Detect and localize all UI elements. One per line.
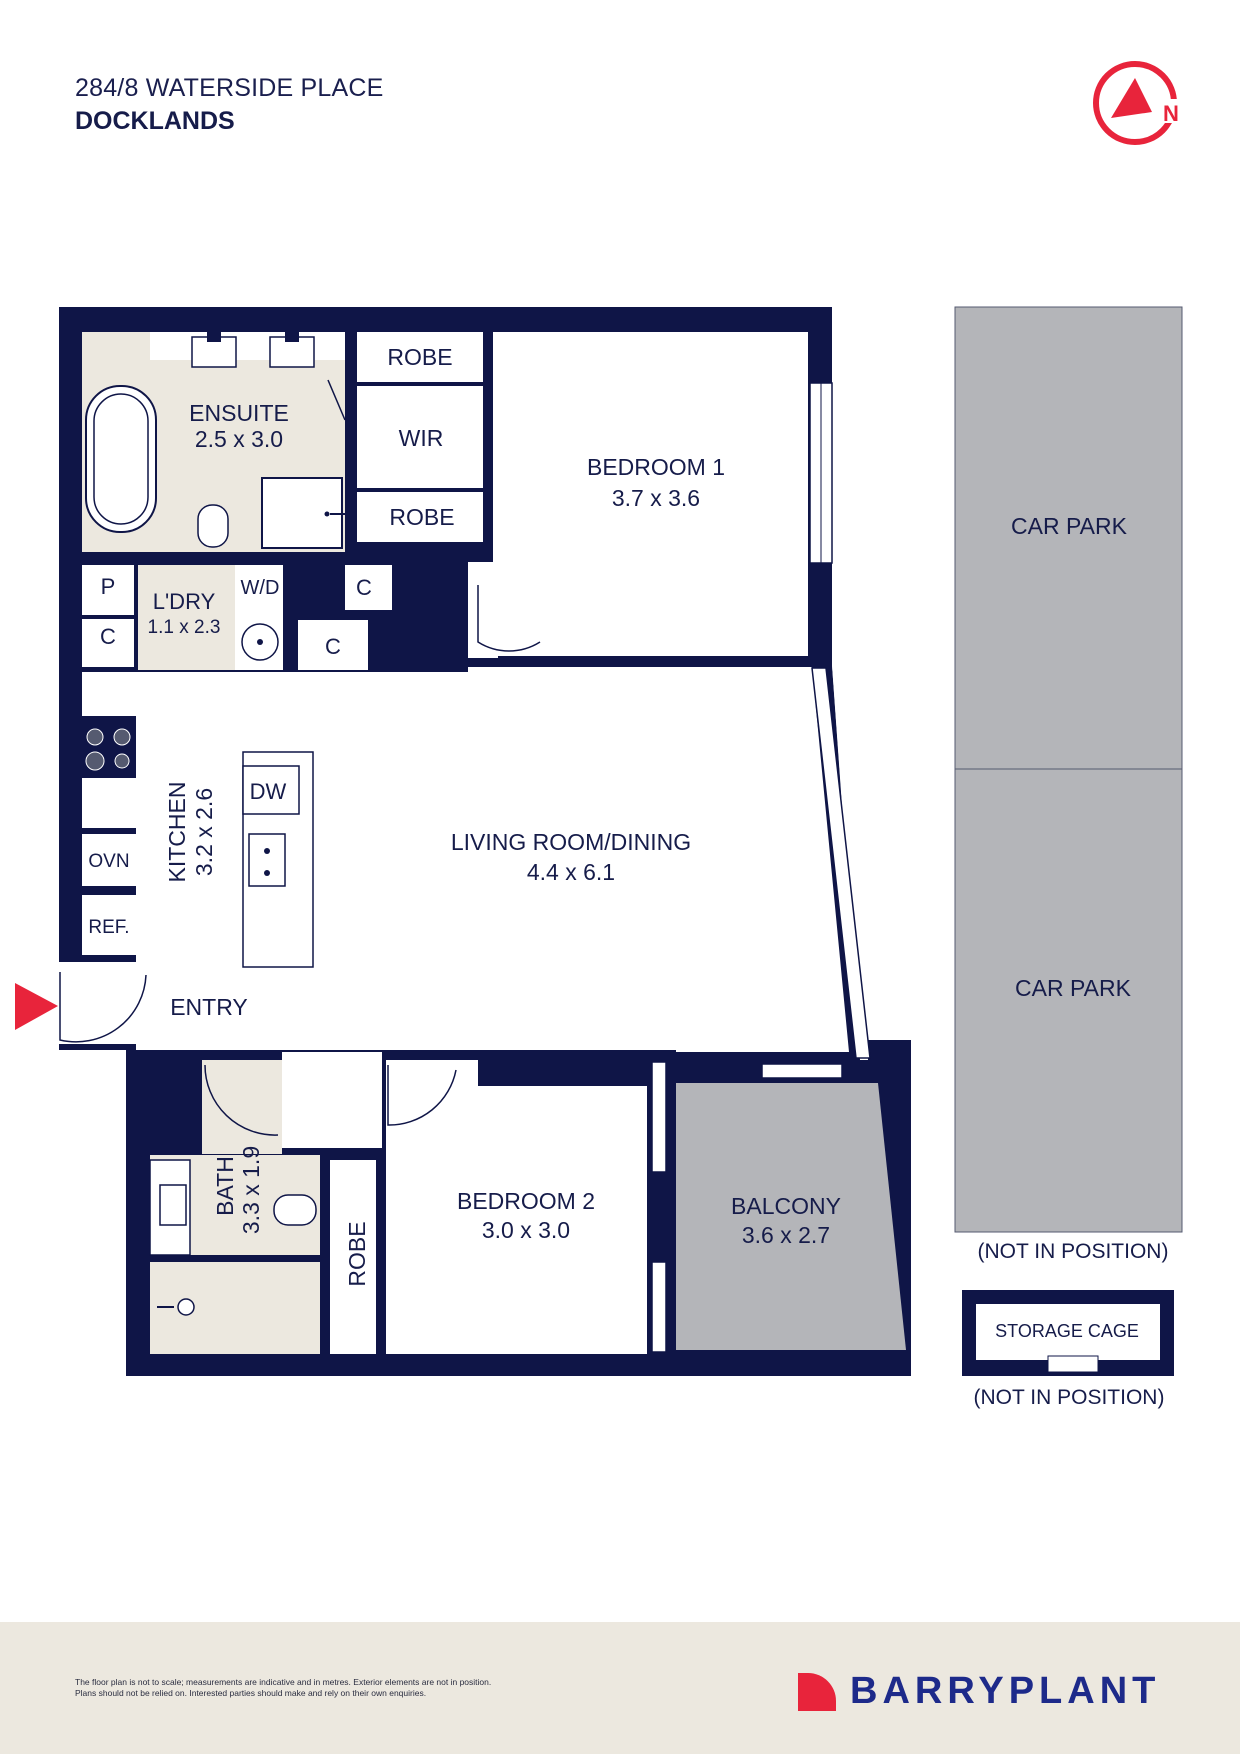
bath-basin-icon xyxy=(149,1159,310,1259)
bed2-robe xyxy=(330,1160,376,1354)
bedroom-1-room xyxy=(493,332,808,656)
robe-top-label: ROBE xyxy=(387,344,452,370)
pantry-cupboard xyxy=(82,565,134,615)
laundry-size: 1.1 x 2.3 xyxy=(148,617,221,638)
shower-icon xyxy=(261,477,345,549)
living-dining-room xyxy=(136,667,849,1052)
door-swing[interactable] xyxy=(59,379,541,1136)
walk-in-robe xyxy=(357,386,483,488)
plan-header: 284/8 WATERSIDE PLACE DOCKLANDS xyxy=(75,74,383,136)
bath-room xyxy=(202,1060,282,1154)
property-suburb: DOCKLANDS xyxy=(75,107,235,135)
laundry-sink-icon xyxy=(241,623,279,661)
bedroom-2-label: BEDROOM 2 xyxy=(457,1188,595,1214)
dishwasher-label: DW xyxy=(250,779,287,804)
lower-cupboard xyxy=(298,620,368,670)
ensuite-size: 2.5 x 3.0 xyxy=(195,426,283,452)
car-park-1 xyxy=(954,306,1183,770)
bedroom-1-size: 3.7 x 3.6 xyxy=(612,485,700,511)
fridge-label: REF. xyxy=(88,917,129,938)
oven-label: OVN xyxy=(88,851,129,872)
fridge xyxy=(82,895,136,955)
bedroom-2-room xyxy=(386,1086,647,1354)
brand-mark-icon xyxy=(798,1672,836,1711)
bathtub-icon xyxy=(85,385,157,533)
disclaimer-line-2: Plans should not be relied on. Intereste… xyxy=(75,1688,427,1698)
left-cupboard xyxy=(82,619,134,667)
living-size: 4.4 x 6.1 xyxy=(527,859,615,885)
brand-logo: BARRYPLANT xyxy=(798,1670,1160,1713)
bath-label: BATH xyxy=(212,1156,238,1216)
washer-dryer-label: W/D xyxy=(241,577,280,599)
pantry-label: P xyxy=(101,574,116,599)
lower-cupboard-label: C xyxy=(325,634,341,659)
robe-top xyxy=(357,332,483,382)
left-cupboard-label: C xyxy=(100,624,116,649)
wir-label: WIR xyxy=(399,425,444,451)
bedroom-1-label: BEDROOM 1 xyxy=(587,454,725,480)
upper-cupboard-label: C xyxy=(356,575,372,600)
bath-size: 3.3 x 1.9 xyxy=(238,1146,264,1234)
compass-north-label: N xyxy=(1163,101,1179,126)
balcony-label: BALCONY xyxy=(731,1193,841,1219)
compass-icon: N xyxy=(1093,61,1180,145)
property-address: 284/8 WATERSIDE PLACE xyxy=(75,74,384,102)
brand-name: BARRYPLANT xyxy=(850,1670,1161,1712)
laundry-label: L'DRY xyxy=(153,589,216,614)
bed2-robe-label: ROBE xyxy=(344,1221,370,1286)
ensuite-label: ENSUITE xyxy=(189,400,289,426)
oven xyxy=(82,834,136,886)
kitchen-label: KITCHEN xyxy=(164,782,190,883)
vanity-basin-icon xyxy=(191,332,315,368)
entry-label: ENTRY xyxy=(170,994,248,1020)
kitchen-size: 3.2 x 2.6 xyxy=(191,788,217,876)
kitchen-island xyxy=(242,751,314,968)
storage-cage-label: STORAGE CAGE xyxy=(995,1321,1139,1341)
bath-shower-icon xyxy=(157,1298,195,1316)
car-park-1-label: CAR PARK xyxy=(1011,513,1128,539)
disclaimer: The floor plan is not to scale; measurem… xyxy=(75,1677,595,1699)
upper-cupboard xyxy=(345,565,392,610)
toilet-icon xyxy=(197,504,229,548)
robe-mid xyxy=(357,492,483,542)
storage-note: (NOT IN POSITION) xyxy=(974,1386,1165,1409)
bath-toilet-icon xyxy=(273,1194,317,1226)
balcony-area xyxy=(676,1083,906,1350)
car-park-2 xyxy=(954,768,1183,1233)
balcony-size: 3.6 x 2.7 xyxy=(742,1222,830,1248)
car-park-2-label: CAR PARK xyxy=(1015,975,1132,1001)
entry-arrow-icon xyxy=(15,983,58,1030)
kitchen-sink-icon xyxy=(248,833,286,887)
cooktop-icon xyxy=(82,724,136,774)
disclaimer-line-1: The floor plan is not to scale; measurem… xyxy=(75,1677,492,1687)
living-label: LIVING ROOM/DINING xyxy=(451,829,691,855)
car-park-note: (NOT IN POSITION) xyxy=(978,1240,1169,1263)
storage-cage xyxy=(962,1290,1176,1376)
robe-mid-label: ROBE xyxy=(389,504,454,530)
footer-bar: The floor plan is not to scale; measurem… xyxy=(0,1622,1240,1754)
entry-area xyxy=(59,962,149,1044)
floor-plan: N xyxy=(15,61,1183,1409)
bedroom-2-size: 3.0 x 3.0 xyxy=(482,1217,570,1243)
